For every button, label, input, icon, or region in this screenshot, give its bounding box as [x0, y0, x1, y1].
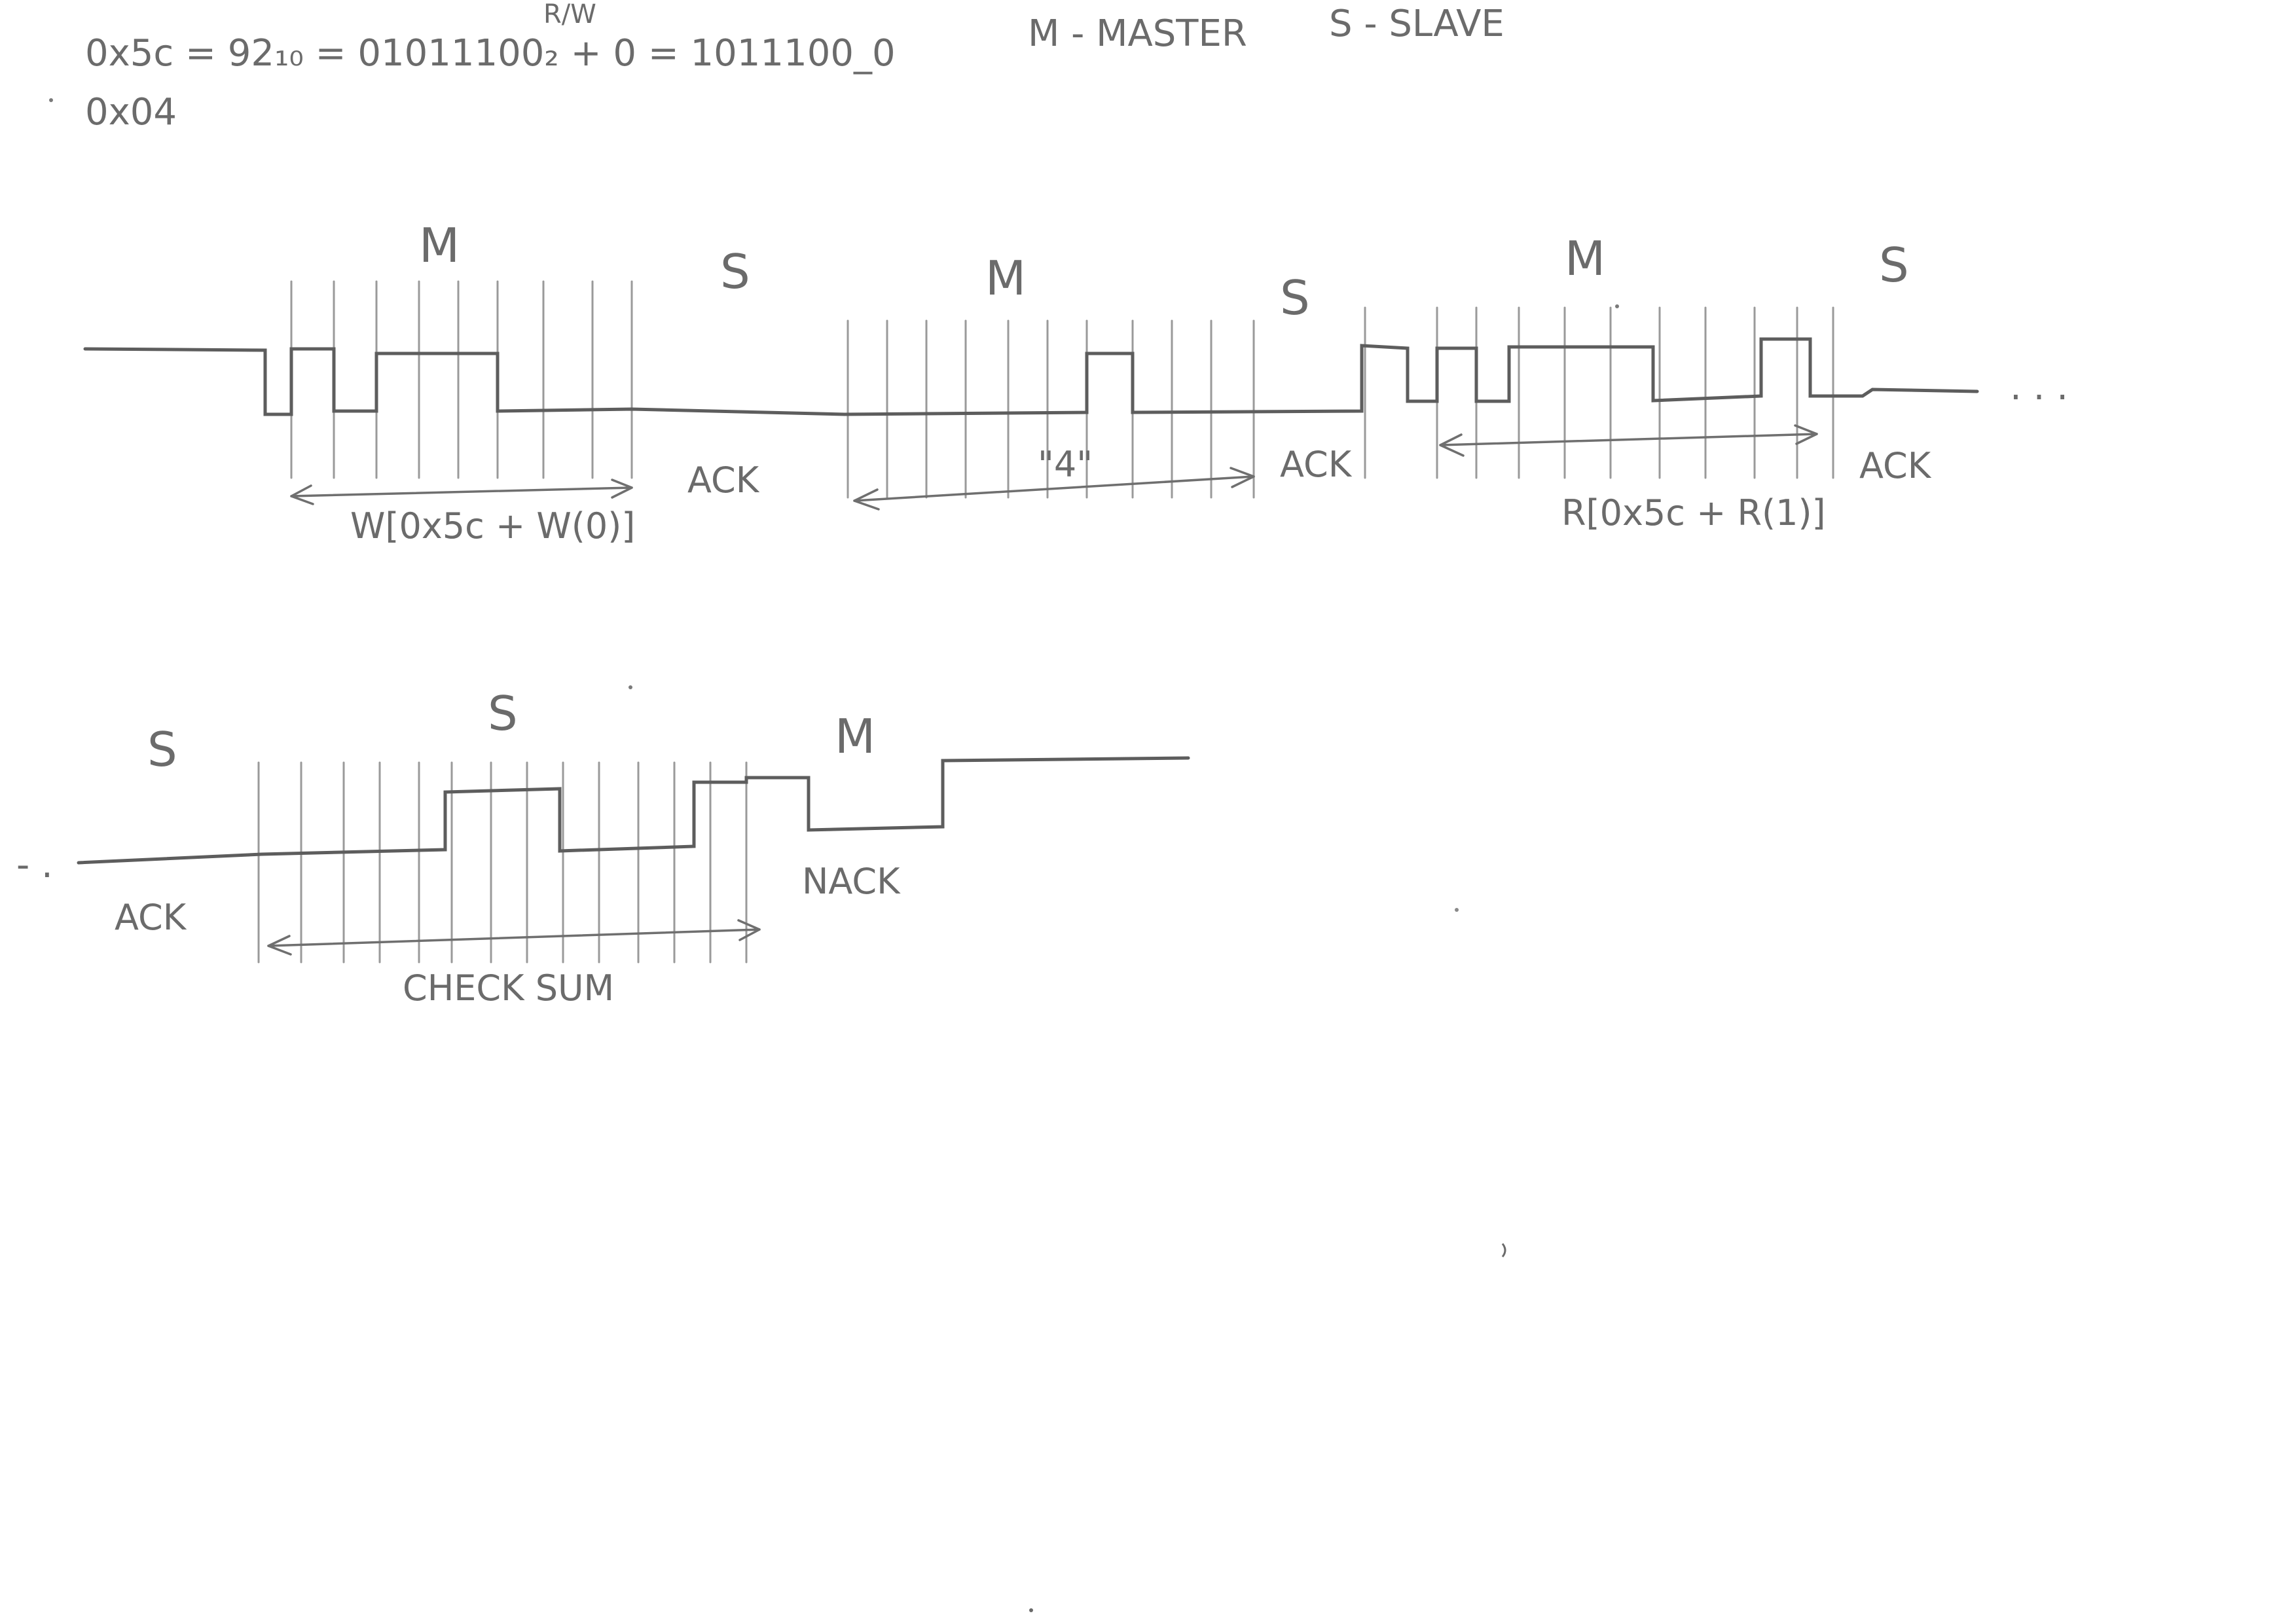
byte2-span-arrow	[853, 467, 1255, 511]
byte1-span-arrow	[290, 478, 633, 505]
register-note: 0x04	[85, 91, 177, 134]
checksum-bit-grid	[257, 761, 748, 964]
nack-label: NACK	[802, 861, 901, 902]
row1-continuation: . . .	[2010, 366, 2068, 408]
role-slave-3: S	[1879, 238, 1909, 293]
byte1-bit-grid	[290, 280, 633, 479]
byte3-bit-grid	[1364, 306, 1834, 479]
role-master-1: M	[419, 218, 460, 273]
role-master-row2: M	[835, 709, 875, 764]
byte3-label: R[0x5c + R(1)]	[1561, 492, 1826, 533]
role-master-2: M	[985, 251, 1026, 306]
role-slave-row2: S	[488, 686, 518, 741]
byte2-label: "4"	[1038, 444, 1093, 485]
row2-sda-waveform	[77, 756, 1190, 865]
row1-sda-waveform	[83, 337, 1979, 416]
checksum-label: CHECK SUM	[403, 967, 614, 1009]
role-slave-2: S	[1280, 270, 1310, 325]
row2-lead: - .	[16, 844, 53, 886]
ack3-label: ACK	[1859, 445, 1932, 486]
byte1-label: W[0x5c + W(0)]	[350, 505, 635, 547]
role-slave-left: S	[147, 722, 177, 777]
header-notes: 0x5c = 92₁₀ = 01011100₂ + 0 = 1011100_0 …	[85, 0, 1504, 134]
master-legend: M - MASTER	[1028, 12, 1247, 55]
conversion-note: 0x5c = 92₁₀ = 01011100₂ + 0 = 1011100_0	[85, 32, 896, 75]
role-slave-1: S	[720, 244, 750, 299]
stray-marks	[49, 98, 1619, 1612]
row2-timing: - . S ACK S M CHEC	[16, 686, 1190, 1009]
slave-legend: S - SLAVE	[1329, 3, 1504, 45]
role-master-3: M	[1565, 231, 1605, 286]
rw-superscript: R/W	[543, 0, 596, 29]
ack-left-label: ACK	[115, 897, 187, 938]
checksum-span-arrow	[267, 919, 761, 956]
row1-timing: M S M S M S	[83, 218, 2068, 547]
ack1-label: ACK	[687, 460, 760, 501]
byte3-span-arrow	[1439, 424, 1818, 457]
ack2-label: ACK	[1280, 444, 1353, 485]
